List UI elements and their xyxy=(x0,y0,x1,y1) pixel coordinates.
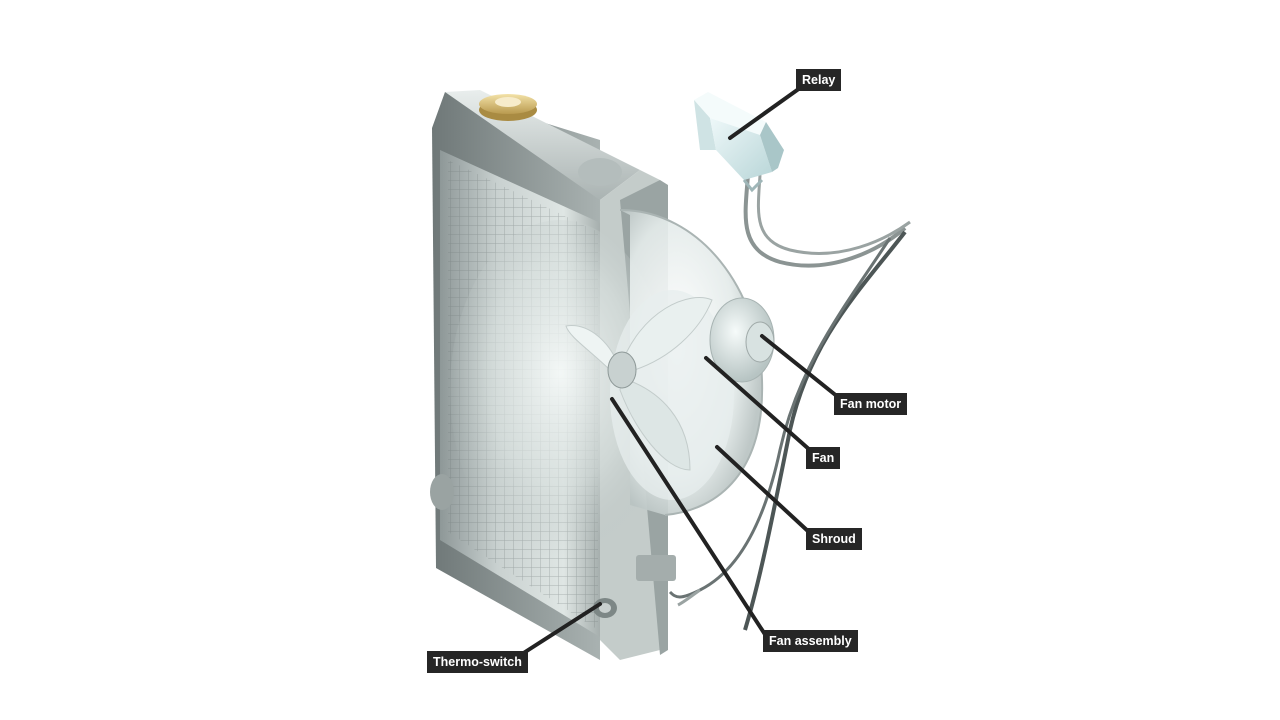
fan xyxy=(565,290,734,500)
leader-relay xyxy=(728,86,802,140)
leader-fan-assembly xyxy=(610,397,768,638)
leader-lines xyxy=(520,86,840,656)
fan-motor xyxy=(709,297,775,383)
relay-label: Relay xyxy=(796,69,842,91)
leader-fan xyxy=(704,356,813,453)
leader-shroud xyxy=(715,445,812,535)
fan-assembly-label: Fan assembly xyxy=(763,630,858,652)
fan-motor-label: Fan motor xyxy=(834,393,908,415)
leader-thermo-switch xyxy=(520,602,602,656)
filler-cap xyxy=(479,94,537,121)
leader-fan-motor xyxy=(760,334,840,399)
fan-label: Fan xyxy=(806,447,841,469)
shroud-label: Shroud xyxy=(806,528,862,550)
thermo-switch-label: Thermo-switch xyxy=(427,651,528,673)
